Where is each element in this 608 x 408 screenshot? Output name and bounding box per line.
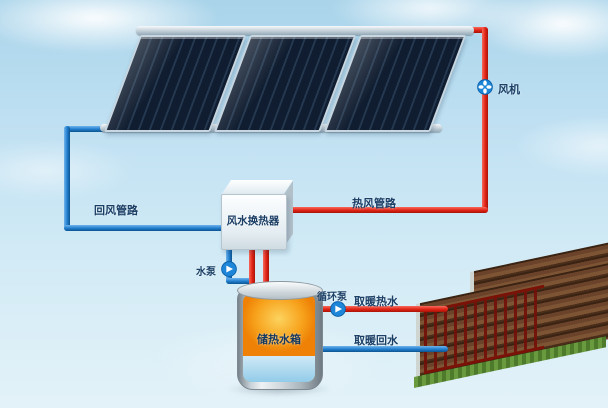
hot-air-pipe-vertical — [482, 27, 488, 213]
fan-label: 风机 — [498, 84, 520, 96]
tank-hot-water — [243, 294, 315, 382]
water-pump-label: 水泵 — [196, 267, 216, 278]
tank-lid — [237, 281, 323, 300]
return-air-pipe-label: 回风管路 — [94, 205, 138, 217]
exchanger-to-tank-pipe-a — [249, 246, 255, 288]
exchanger-to-tank-pipe-b — [263, 246, 269, 288]
collector-top-manifold — [136, 26, 474, 35]
heat-exchanger-label: 风水换热器 — [226, 215, 280, 227]
hot-air-pipe-top-segment — [470, 27, 488, 33]
cloud — [468, 0, 608, 60]
heat-exchanger-box — [221, 194, 287, 250]
return-air-pipe-top-segment — [64, 126, 108, 132]
return-air-pipe-horizontal — [64, 225, 224, 231]
water-pump-icon — [221, 261, 237, 277]
tank-cold-water — [243, 355, 315, 382]
circulation-pump-icon — [330, 301, 346, 317]
circulation-pump-label: 循环泵 — [317, 292, 347, 303]
heat-exchanger-top — [221, 180, 293, 195]
heating-supply-pipe — [318, 306, 448, 312]
hot-air-pipe-horizontal — [284, 207, 488, 213]
cloud — [515, 115, 608, 177]
heating-return-pipe — [318, 346, 448, 352]
fan-icon — [477, 79, 493, 95]
pump-to-tank-pipe — [226, 278, 252, 284]
hot-air-pipe-label: 热风管路 — [352, 198, 396, 210]
return-air-pipe-vertical — [64, 126, 70, 231]
heating-return-label: 取暖回水 — [354, 335, 398, 347]
heat-exchanger-side — [284, 181, 293, 247]
heating-supply-label: 取暖热水 — [354, 296, 398, 308]
storage-tank-label: 储热水箱 — [257, 334, 301, 346]
